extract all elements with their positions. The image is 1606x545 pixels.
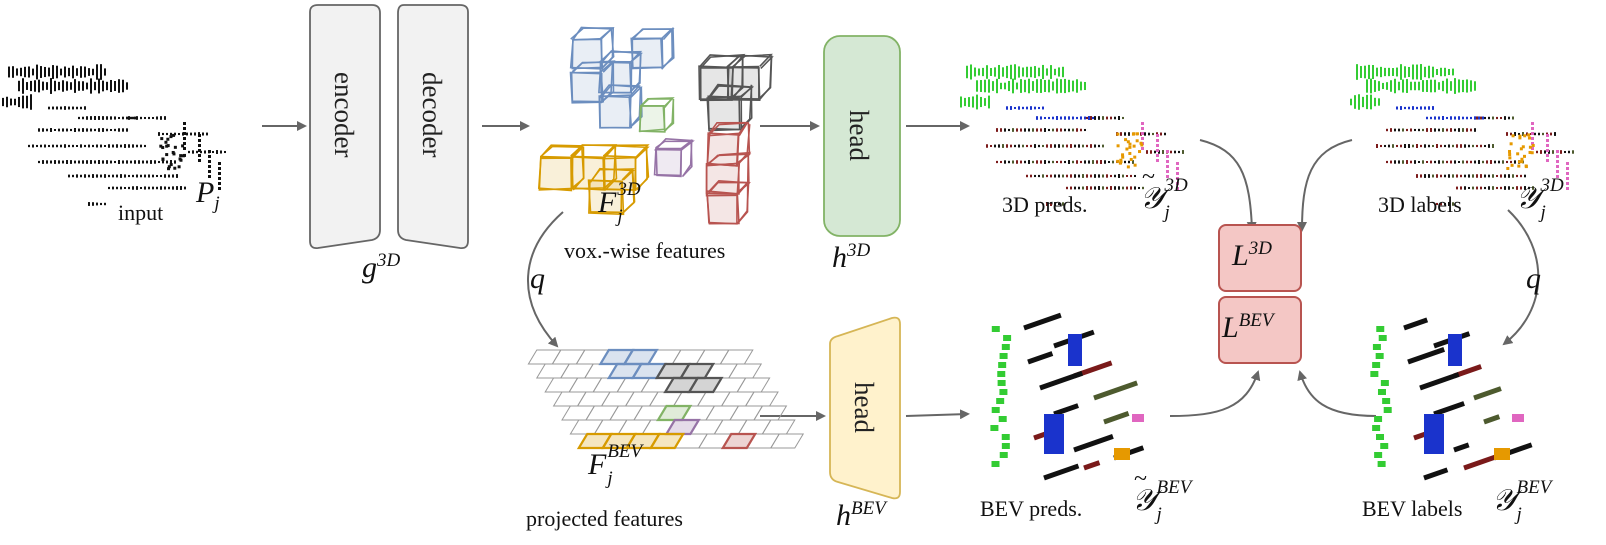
- arrow-labels3d-loss: [1297, 139, 1353, 232]
- g3d-symbol: g3D: [362, 250, 401, 284]
- q-left-symbol: q: [530, 262, 545, 295]
- loss-3d-box: [1218, 224, 1302, 292]
- pred-bev-map: [990, 312, 1145, 481]
- input-label: input: [118, 200, 164, 225]
- encoder-label: encoder: [329, 72, 359, 158]
- preds-3d-label: 3D preds.: [1002, 192, 1088, 217]
- bev-grid-sketch: [527, 348, 805, 450]
- projected-features-label: projected features: [526, 506, 683, 531]
- P-symbol: Pj: [196, 176, 220, 214]
- pred-3d-point-cloud: [960, 64, 1184, 206]
- arrow-q-left: [527, 211, 564, 348]
- labels-bev-label: BEV labels: [1362, 496, 1463, 521]
- input-point-cloud: [2, 64, 226, 206]
- vox-features-label: vox.-wise features: [564, 238, 726, 263]
- head-bev-label: head: [849, 382, 879, 433]
- arrow-q-right: [1502, 209, 1540, 346]
- preds-bev-label: BEV preds.: [980, 496, 1083, 521]
- encoder-block: [309, 4, 381, 250]
- loss-bev-box: [1218, 296, 1302, 364]
- loss-3d-symbol: L3D: [1232, 238, 1272, 272]
- arrow-labelsbev-loss: [1297, 370, 1377, 417]
- decoder-block: [397, 4, 469, 250]
- head-3d-block: [823, 35, 901, 237]
- arrow-predsbev-loss: [1169, 370, 1261, 417]
- label-3d-point-cloud: [1350, 64, 1574, 206]
- head-3d-label: head: [844, 110, 874, 161]
- loss-bev-symbol: LBEV: [1222, 310, 1274, 344]
- arrow-headbev-preds: [905, 409, 970, 420]
- decoder-label: decoder: [417, 72, 447, 158]
- arrow-preds3d-loss: [1199, 139, 1257, 232]
- h3d-symbol: h3D: [832, 240, 871, 274]
- hbev-symbol: hBEV: [836, 498, 886, 532]
- label-bev-map: [1370, 317, 1533, 481]
- labels-3d-label: 3D labels: [1378, 192, 1462, 217]
- head-bev-block: [829, 316, 901, 500]
- q-right-symbol: q: [1526, 262, 1541, 295]
- voxel-features-sketch: [537, 26, 774, 225]
- arrows: [262, 121, 1540, 421]
